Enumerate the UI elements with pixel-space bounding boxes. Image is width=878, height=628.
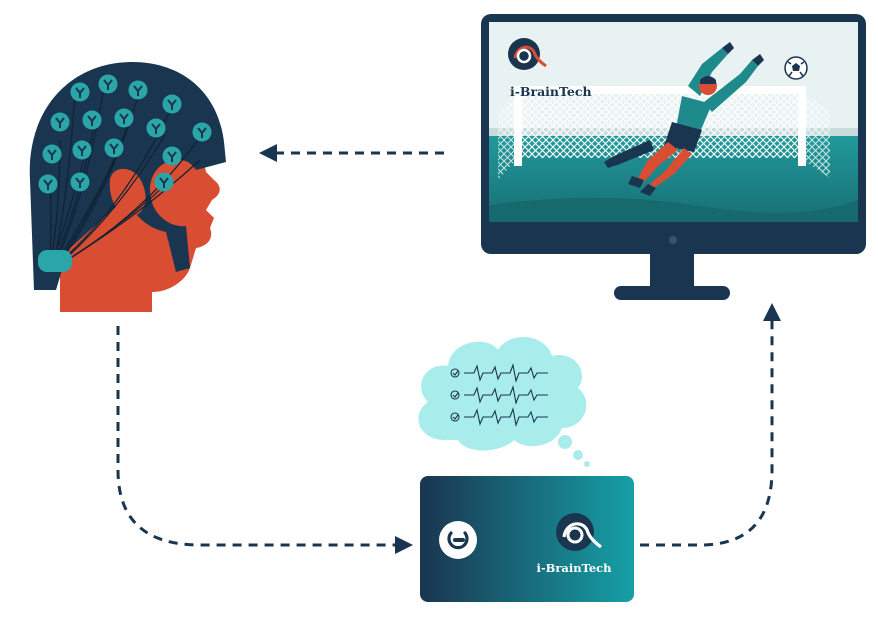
flow-arrows (116, 144, 781, 554)
soccer-ball-icon (784, 56, 808, 80)
electrodes (38, 74, 212, 194)
electrode (114, 108, 134, 128)
signal-row (450, 384, 548, 406)
electrode (192, 122, 212, 142)
monitor-stand-base (614, 286, 730, 300)
signal-row (450, 362, 548, 384)
electrode (42, 144, 62, 164)
goal-net (498, 86, 830, 180)
monitor-power-led (669, 236, 677, 244)
check-circle-icon (450, 412, 460, 422)
wire-clip (38, 250, 72, 272)
electrode (98, 74, 118, 94)
goalkeeper (604, 42, 764, 196)
electrode (154, 172, 174, 192)
arrow-device-to-screen (640, 303, 781, 547)
eeg-waveform (464, 362, 548, 384)
check-circle-icon (450, 390, 460, 400)
electrode (50, 112, 70, 132)
monitor-stand-neck (650, 250, 694, 290)
electrode (70, 172, 90, 192)
bci-device: i-BrainTech (420, 476, 634, 602)
electrode (162, 146, 182, 166)
monitor: i-BrainTech (481, 14, 866, 300)
signal-row (450, 406, 548, 428)
device-brand-logo (556, 513, 602, 551)
electrode (146, 118, 166, 138)
electrode (162, 94, 182, 114)
device-brand-label: i-BrainTech (536, 561, 612, 575)
thought-cloud (418, 337, 590, 467)
electrode (38, 174, 58, 194)
monitor-screen: i-BrainTech (489, 22, 858, 222)
arrow-head-to-device (116, 326, 413, 554)
electrode (72, 140, 92, 160)
head-with-eeg-cap (29, 62, 226, 312)
signal-rows (450, 362, 548, 428)
power-icon[interactable] (439, 521, 477, 559)
electrode (82, 110, 102, 130)
check-circle-icon (450, 368, 460, 378)
screen-brand-label: i-BrainTech (510, 84, 592, 99)
eeg-waveform (464, 406, 548, 428)
eeg-waveform (464, 384, 548, 406)
device-body (420, 476, 634, 602)
electrode (128, 80, 148, 100)
ear (109, 168, 146, 217)
screen-brand-logo (508, 38, 547, 70)
electrode (104, 138, 124, 158)
electrode (70, 82, 90, 102)
